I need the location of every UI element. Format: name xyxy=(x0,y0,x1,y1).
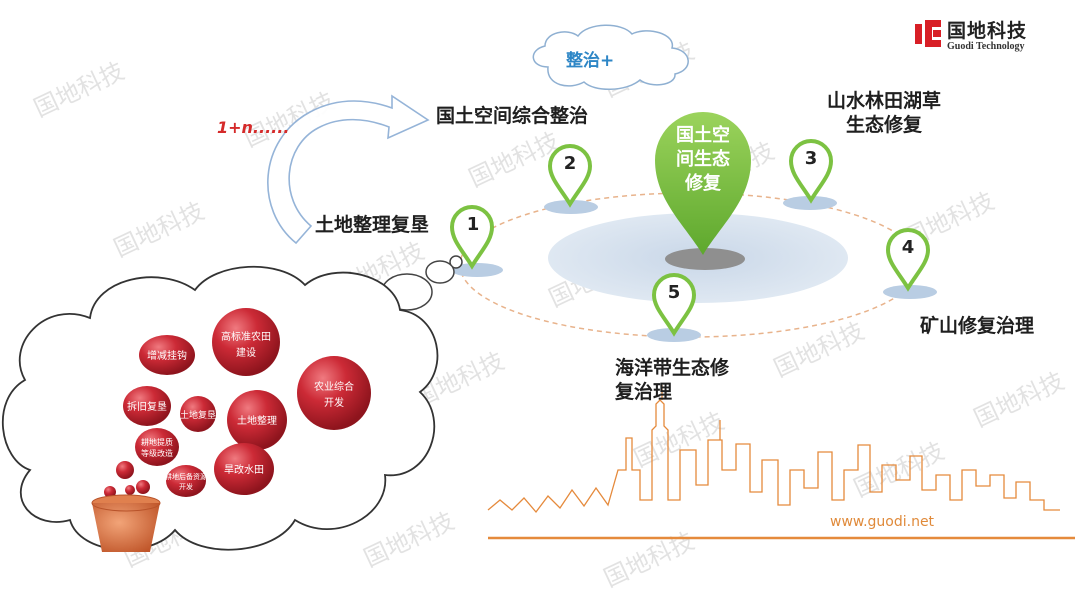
ball-5 xyxy=(180,396,216,432)
ball-label-9b: 开发 xyxy=(179,482,193,491)
pin-label-1: 土地整理复垦 xyxy=(315,214,430,236)
ball-small-d xyxy=(104,486,116,498)
ball-label-8: 旱改水田 xyxy=(224,463,264,476)
ball-1 xyxy=(139,335,195,375)
diagram-graphics: 增减挂钩 高标准农田 建设 农业综合 开发 拆旧复垦 土地复垦 土地整理 耕地提… xyxy=(1,20,1075,552)
ball-label-9a: 耕地后备资源 xyxy=(165,472,207,481)
ball-label-6: 土地整理 xyxy=(237,414,277,427)
thought-dot-small xyxy=(449,255,463,269)
brand-logo-icon xyxy=(915,20,941,47)
pin-label-3: 山水林田湖草生态修复 xyxy=(826,90,941,136)
top-cloud-shape xyxy=(532,24,689,90)
pin-label-4: 矿山修复治理 xyxy=(920,315,1035,337)
formula-text: 1+n...... xyxy=(217,118,290,137)
pin-number-1: 1 xyxy=(466,214,480,235)
ball-label-7b: 等级改造 xyxy=(141,448,173,458)
center-pin-marker xyxy=(655,112,751,255)
thought-dot-medium xyxy=(425,260,455,284)
ball-small-c xyxy=(125,485,135,495)
ball-label-4: 拆旧复垦 xyxy=(127,400,167,413)
ball-label-3a: 农业综合 xyxy=(314,380,354,393)
pin-shadow-4 xyxy=(883,285,937,299)
pin-marker-5 xyxy=(651,273,697,337)
ball-6 xyxy=(227,390,287,450)
brand-logo: 国地科技 Guodi Technology xyxy=(903,14,1073,58)
pin-marker-2 xyxy=(547,144,593,208)
cloud-label: 整治+ xyxy=(566,51,615,71)
ball-2 xyxy=(212,308,280,376)
ball-label-7a: 耕地提质 xyxy=(141,437,173,447)
curved-arrow xyxy=(267,94,430,245)
pin-marker-4 xyxy=(885,228,931,292)
brand-name: 国地科技 xyxy=(947,20,1028,42)
ball-label-2b: 建设 xyxy=(236,346,256,359)
ball-3 xyxy=(297,356,371,430)
ball-9 xyxy=(166,465,206,497)
diagram-canvas: 国地科技 国地科技 国地科技 国地科技 国地科技 国地科技 国地科技 国地科技 … xyxy=(1,14,1075,593)
ball-8 xyxy=(214,443,274,495)
ball-small-b xyxy=(136,480,150,494)
pin-shadow-2 xyxy=(544,200,598,214)
ball-small-a xyxy=(116,461,134,479)
thought-cloud xyxy=(1,265,439,551)
pin-number-4: 4 xyxy=(901,237,915,258)
pin-number-2: 2 xyxy=(563,153,577,174)
ball-4 xyxy=(123,386,171,426)
pin-marker-3 xyxy=(788,139,834,204)
ball-7 xyxy=(135,428,179,466)
center-pin-label: 国土空间生态修复 xyxy=(676,125,730,194)
ball-label-1: 增减挂钩 xyxy=(147,349,187,362)
pin-label-5: 海洋带生态修复治理 xyxy=(615,357,730,403)
ball-label-3b: 开发 xyxy=(324,396,344,409)
ball-label-2a: 高标准农田 xyxy=(221,330,271,343)
pin-marker-1 xyxy=(449,205,495,270)
ball-label-5: 土地复垦 xyxy=(180,409,216,421)
pin-shadow-1 xyxy=(451,263,503,277)
pin-number-5: 5 xyxy=(667,282,681,303)
pin-label-2: 国土空间综合整治 xyxy=(436,105,589,127)
center-platform-shadow xyxy=(665,248,745,270)
brand-english: Guodi Technology xyxy=(947,41,1025,52)
pin-shadow-3 xyxy=(783,196,837,210)
city-skyline xyxy=(487,385,1060,514)
pin-number-3: 3 xyxy=(804,148,818,169)
flower-pot xyxy=(91,494,161,552)
website-url: www.guodi.net xyxy=(830,514,935,530)
